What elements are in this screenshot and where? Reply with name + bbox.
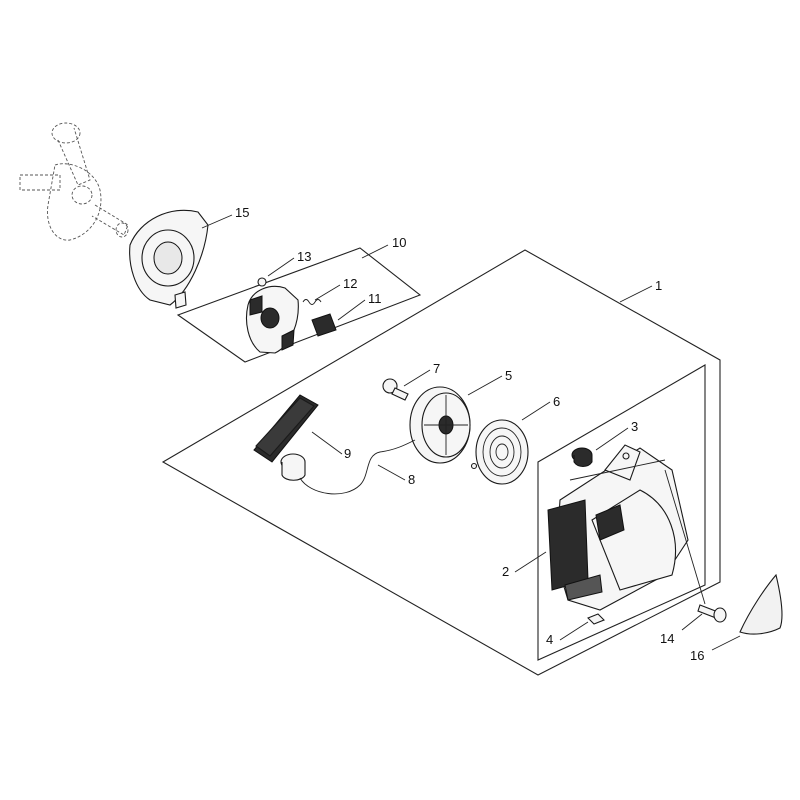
callout-2: 2 [502, 564, 509, 579]
part-14-screw [697, 604, 727, 623]
part-4-nut [587, 613, 605, 625]
part-13-ratchet [245, 277, 299, 354]
part-15-cover-plate [129, 209, 209, 309]
part-9-starter-handle [253, 394, 319, 481]
assembly-frame-1 [161, 249, 721, 676]
part-7-bolt [382, 378, 409, 401]
part-11-pawl [311, 313, 337, 337]
part-16-cover-cap [739, 573, 783, 635]
callout-3: 3 [631, 419, 638, 434]
callout-11: 11 [368, 291, 382, 306]
callout-7: 7 [433, 361, 440, 376]
callout-8: 8 [408, 472, 415, 487]
part-5-pulley [409, 386, 471, 464]
part-2-starter-housing [547, 444, 689, 611]
callout-13: 13 [297, 249, 311, 264]
callout-14: 14 [660, 631, 674, 646]
callout-10: 10 [392, 235, 406, 250]
housing-frame [537, 364, 706, 661]
callout-5: 5 [505, 368, 512, 383]
callout-4: 4 [546, 632, 553, 647]
callout-15: 15 [235, 205, 249, 220]
part-8-rope [299, 439, 416, 495]
crankshaft-ghost-drawing [19, 122, 129, 241]
part-3-grommet [571, 447, 593, 467]
part-6-recoil-spring [470, 419, 529, 485]
callout-1: 1 [655, 278, 662, 293]
callout-labels: 15 10 13 12 11 1 7 5 6 9 8 3 2 4 14 16 [235, 205, 704, 663]
part-12-spring [302, 299, 322, 305]
leader-lines [201, 214, 741, 651]
callout-12: 12 [343, 276, 357, 291]
callout-9: 9 [344, 446, 351, 461]
callout-6: 6 [553, 394, 560, 409]
callout-16: 16 [690, 648, 704, 663]
ratchet-frame-10 [176, 247, 422, 363]
